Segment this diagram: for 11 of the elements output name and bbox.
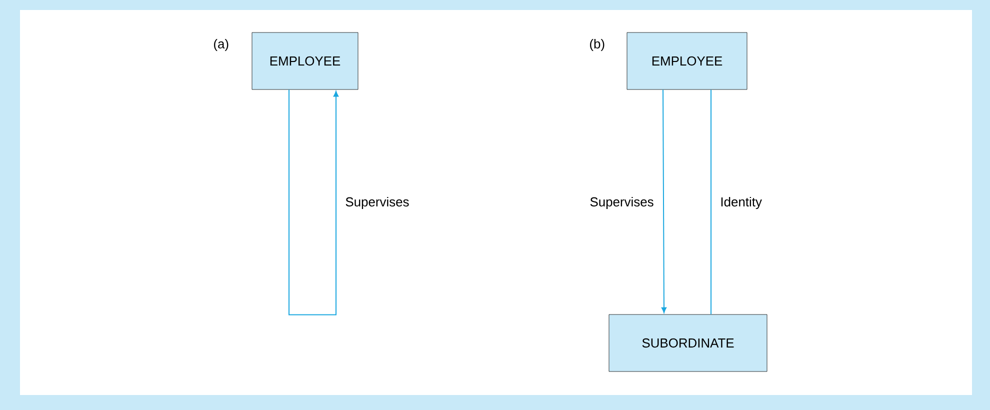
connector — [288, 89, 339, 316]
entity-box: SUBORDINATE — [608, 314, 768, 372]
edge-label: Supervises — [344, 196, 410, 210]
edge-label: Supervises — [588, 196, 655, 210]
connector — [661, 89, 667, 313]
connector — [710, 89, 712, 315]
panel-label: (a) — [214, 38, 228, 52]
entity-box: EMPLOYEE — [252, 32, 358, 90]
entity-box: EMPLOYEE — [626, 32, 748, 90]
edge-label: Identity — [719, 196, 763, 210]
panel-label: (b) — [590, 38, 604, 52]
